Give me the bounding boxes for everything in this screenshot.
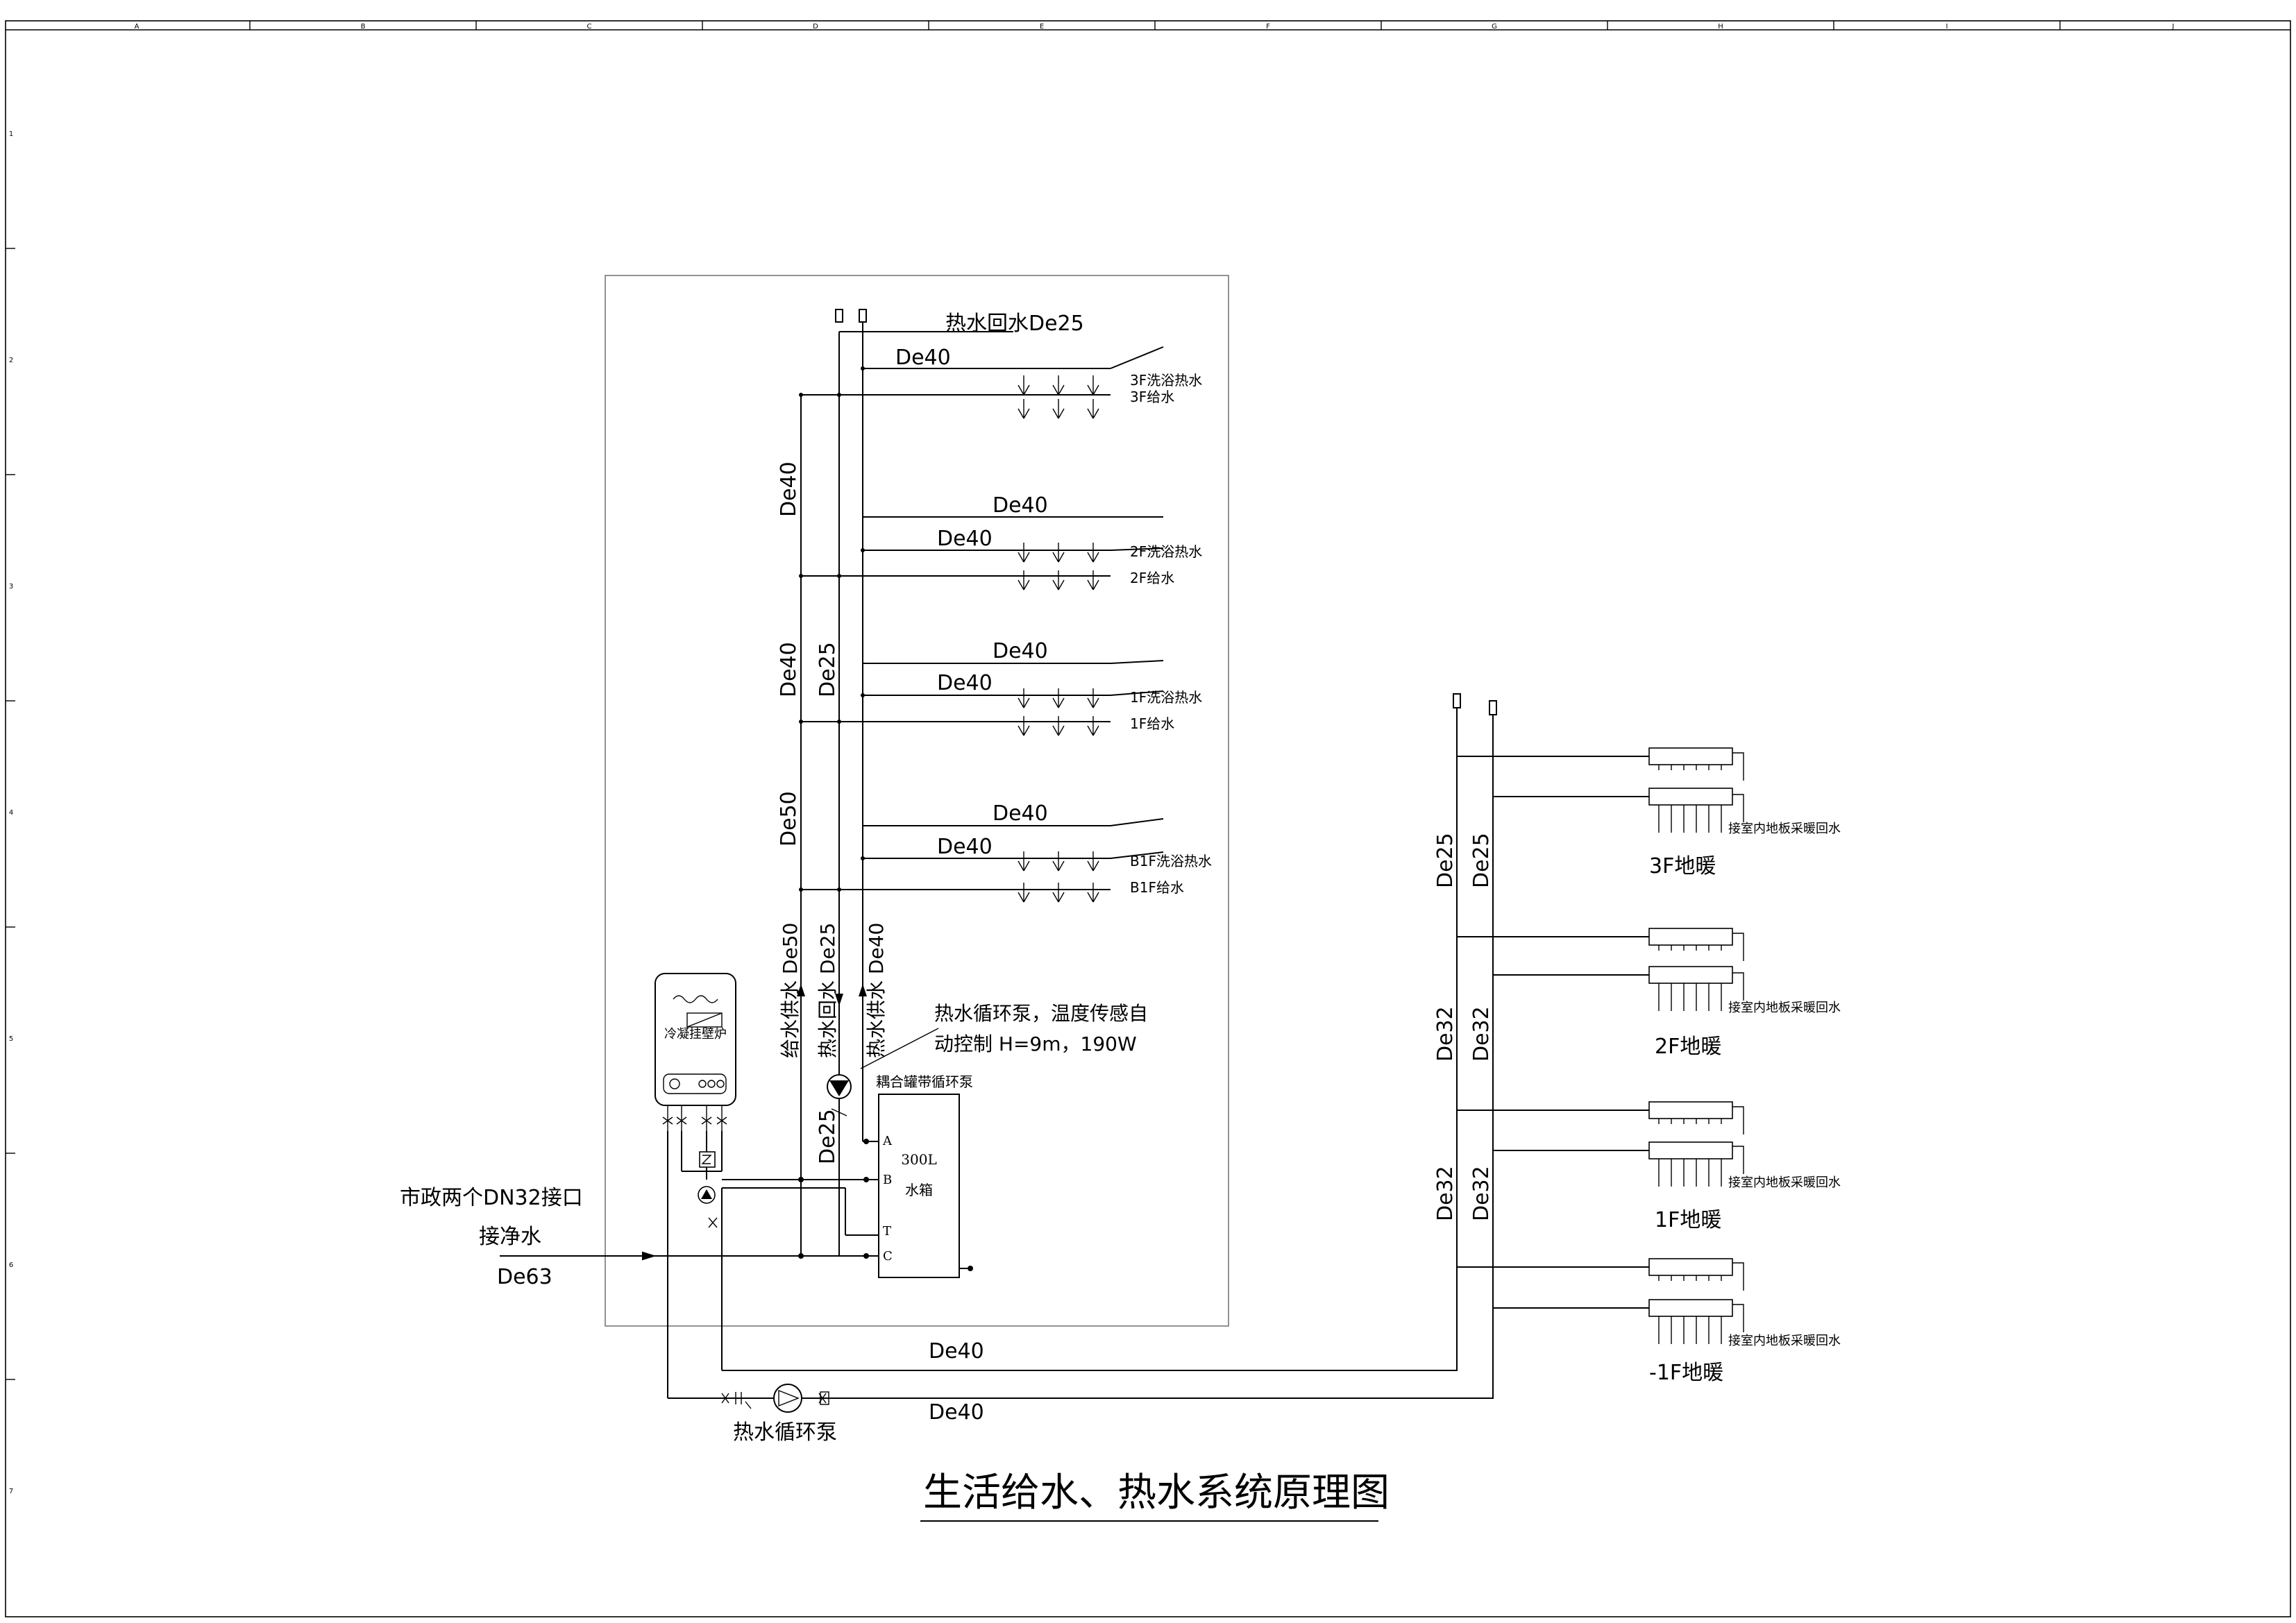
heating-riser-size: De25: [1469, 833, 1494, 888]
floor-2f-size-upper: De40: [993, 493, 1048, 518]
grid-col-label: D: [813, 23, 818, 31]
floor-3f-size-lower: De40: [895, 346, 951, 370]
manifold-note-b1f: 接室内地板采暖回水: [1728, 1334, 1841, 1348]
tank-port-b: B: [883, 1173, 892, 1187]
riser-size-label: De50: [777, 791, 801, 847]
tank-label-capacity: 300L: [901, 1151, 936, 1168]
riser-flow-arrows: [797, 984, 867, 1006]
grid-col-label: G: [1492, 23, 1497, 31]
heating-riser-size: De32: [1469, 1166, 1494, 1221]
tank-port-t: T: [883, 1224, 891, 1239]
building-boundary: [605, 275, 1229, 1327]
boiler-label: 冷凝挂壁炉: [664, 1027, 727, 1042]
tank-port-c: C: [883, 1249, 893, 1264]
grid-col-label: I: [1946, 23, 1948, 31]
riser-name-supply: 给水供水 De50: [779, 923, 802, 1058]
tank-inlet-size: De25: [816, 1109, 840, 1164]
fixture-symbols: [1018, 375, 1099, 903]
heating-floor-label: -1F地暖: [1649, 1361, 1723, 1385]
grid-col-label: F: [1266, 23, 1270, 31]
circulation-pump-label: 热水循环泵: [733, 1420, 837, 1445]
boiler-valve-set: [698, 1151, 718, 1228]
heating-riser-size: De25: [1433, 833, 1458, 888]
riser-size-label: De25: [816, 642, 840, 697]
grid-col-label: C: [587, 23, 592, 31]
municipal-label-line1: 市政两个DN32接口: [400, 1186, 583, 1210]
tank-port-a: A: [882, 1134, 893, 1148]
floor-1f-cold-label: 1F给水: [1130, 715, 1174, 732]
pump-note-line2: 动控制 H=9m，190W: [934, 1033, 1137, 1055]
tank-label-name: 水箱: [905, 1182, 933, 1198]
heating-floor-label: 1F地暖: [1655, 1208, 1721, 1232]
coupling-tank-label: 耦合罐带循环泵: [876, 1073, 973, 1090]
grid-col-label: E: [1040, 23, 1044, 31]
riser-name-hot-supply: 热水供水 De40: [865, 923, 888, 1058]
drawing-frame: A B C D E F G H I J 1 2 3 4 5 6 7: [5, 20, 2291, 1617]
manifold-note-2f: 接室内地板采暖回水: [1728, 1001, 1841, 1015]
municipal-size-label: De63: [497, 1265, 552, 1289]
circulation-pump-icon: [721, 1384, 829, 1413]
manifold-b1f: [1648, 1258, 1744, 1344]
heating-riser-size: De32: [1433, 1166, 1458, 1221]
bottom-pipe-size-2: De40: [929, 1400, 984, 1425]
boiler-icon: [655, 973, 736, 1131]
grid-col-label: J: [2172, 23, 2175, 31]
heating-floor-label: 3F地暖: [1649, 854, 1716, 878]
heating-riser-size: De32: [1469, 1006, 1494, 1062]
grid-col-label: A: [135, 23, 140, 31]
floor-3f-hot-label: 3F洗浴热水: [1130, 372, 1202, 389]
grid-row-label: 3: [9, 583, 13, 590]
manifold-2f: [1648, 928, 1744, 1011]
floor-b1f-size-upper: De40: [993, 801, 1048, 826]
heating-floor-label: 2F地暖: [1655, 1035, 1721, 1059]
grid-col-label: H: [1718, 23, 1723, 31]
hot-return-top-label: 热水回水De25: [945, 312, 1084, 336]
manifold-1f: [1648, 1101, 1744, 1187]
grid-row-label: 7: [9, 1488, 13, 1495]
manifold-note-3f: 接室内地板采暖回水: [1728, 822, 1841, 836]
floor-b1f-hot-label: B1F洗浴热水: [1130, 853, 1212, 869]
grid-row-label: 6: [9, 1261, 13, 1269]
drawing-title: 生活给水、热水系统原理图: [923, 1470, 1390, 1515]
manifold-3f: [1648, 747, 1744, 833]
tank-pump-icon: [827, 1074, 852, 1119]
grid-row-label: 4: [9, 809, 13, 817]
grid-col-label: B: [361, 23, 366, 31]
floor-1f-hot-label: 1F洗浴热水: [1130, 689, 1202, 706]
bottom-pipe-size-1: De40: [929, 1339, 984, 1363]
manifold-note-1f: 接室内地板采暖回水: [1728, 1175, 1841, 1190]
pump-note-line1: 热水循环泵，温度传感自: [934, 1002, 1148, 1025]
heating-riser-size: De32: [1433, 1006, 1458, 1062]
grid-row-label: 2: [9, 357, 13, 364]
grid-row-label: 5: [9, 1035, 13, 1043]
floor-2f-hot-label: 2F洗浴热水: [1130, 543, 1202, 560]
floor-1f-size-upper: De40: [993, 639, 1048, 663]
grid-row-label: 1: [9, 130, 13, 138]
floor-2f-cold-label: 2F给水: [1130, 570, 1174, 586]
floor-heating-pipes: [1453, 693, 1649, 1399]
floor-2f-size-lower: De40: [937, 527, 993, 551]
riser-size-label: De40: [777, 642, 801, 697]
domestic-water-pipes: [500, 309, 1494, 1399]
riser-name-hot-return: 热水回水 De25: [816, 923, 839, 1058]
tank-ports: [798, 366, 973, 1271]
municipal-label-line2: 接净水: [479, 1225, 541, 1249]
floor-3f-cold-label: 3F给水: [1130, 389, 1174, 405]
pump-note-leader: [860, 1028, 939, 1069]
floor-b1f-cold-label: B1F给水: [1130, 879, 1184, 896]
floor-1f-size-lower: De40: [937, 671, 993, 695]
riser-size-label: De40: [777, 461, 801, 517]
floor-b1f-size-lower: De40: [937, 835, 993, 859]
